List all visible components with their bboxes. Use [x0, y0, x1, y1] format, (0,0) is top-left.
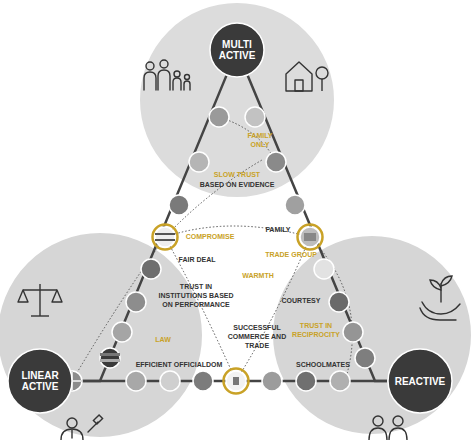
type-circle: LINEAR ACTIVE: [7, 348, 73, 414]
trust-label: COMPROMISE: [178, 233, 242, 242]
trust-label: FAMILY: [258, 226, 298, 235]
trust-label: SLOW TRUST: [195, 171, 279, 180]
children-icon: [369, 416, 407, 440]
type-name: LINEAR ACTIVE: [15, 370, 65, 392]
trust-label: TRUST IN RECIPROCITY: [290, 322, 342, 340]
trust-label: FAMILY ONLY: [238, 132, 282, 150]
circle-shape: [210, 23, 264, 77]
trust-label: TRADE GROUP: [260, 251, 322, 260]
type-circle: MULTI ACTIVE: [209, 22, 265, 78]
trust-label: FAIR DEAL: [172, 256, 222, 265]
trust-label: COURTESY: [276, 297, 326, 306]
plant-hand-icon: [420, 276, 460, 320]
type-circle: REACTIVE: [387, 348, 453, 414]
type-name: REACTIVE: [395, 376, 446, 387]
judge-icon: [61, 415, 103, 440]
type-name: MULTI ACTIVE: [217, 39, 257, 61]
trust-label: SCHOOLMATES: [293, 361, 353, 370]
house-icon: [286, 62, 328, 91]
region-circle: [272, 235, 472, 435]
trust-label: WARMTH: [236, 272, 280, 281]
scales-icon: [18, 284, 62, 316]
region-circle: [139, 2, 335, 198]
highlight-ring: [153, 225, 323, 394]
trust-label: BASED ON EVIDENCE: [190, 181, 284, 190]
trust-label: TRUST IN INSTITUTIONS BASED ON PERFORMAN…: [158, 283, 234, 309]
trust-label: SUCCESSFUL COMMERCE AND TRADE: [226, 324, 288, 350]
flag-circle: [62, 107, 375, 391]
node-text-wrap: LINEAR ACTIVE: [7, 348, 73, 414]
trust-label: LAW: [148, 336, 178, 345]
family-icon: [144, 60, 190, 90]
triangle-side: [73, 76, 226, 381]
node-text-wrap: MULTI ACTIVE: [209, 22, 265, 78]
circle-shape: [8, 349, 72, 413]
trust-label: EFFICIENT OFFICIALDOM: [124, 361, 234, 370]
dotted-link: [72, 117, 352, 381]
node-text-wrap: REACTIVE: [387, 348, 453, 414]
region-circle: [0, 232, 203, 438]
circle-shape: [388, 349, 452, 413]
